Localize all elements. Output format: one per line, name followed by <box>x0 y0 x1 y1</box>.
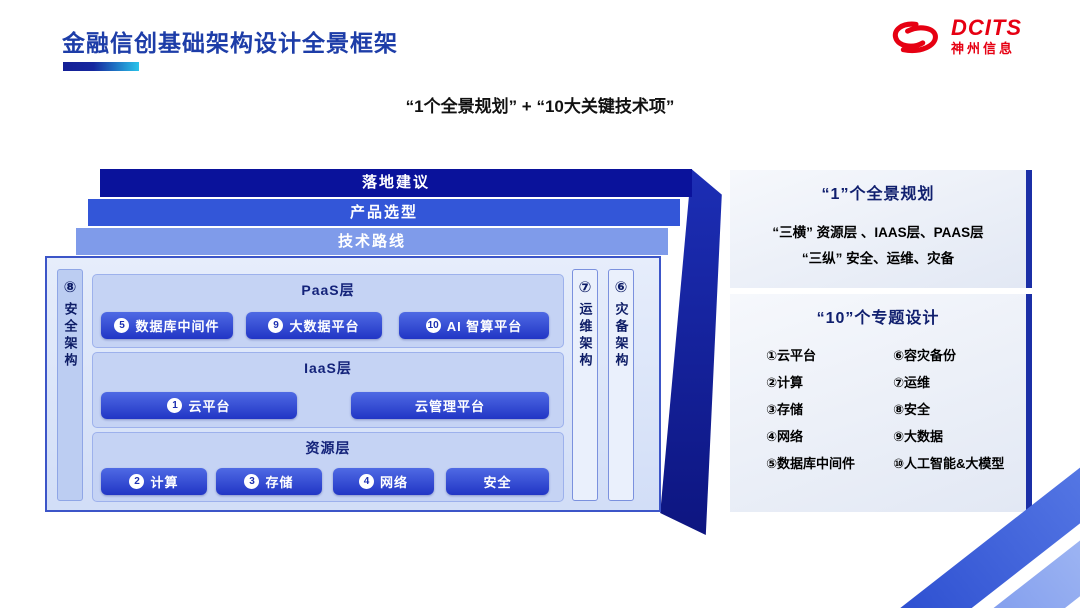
chip-network: 4 网络 <box>333 468 434 495</box>
topic-item: ②计算 <box>766 375 804 390</box>
chip-number: 1 <box>167 398 183 413</box>
slide-subtitle: “1个全景规划” + “10大关键技术项” <box>405 97 675 116</box>
chip-label: 网络 <box>379 475 408 490</box>
topic-item: ③存储 <box>766 402 804 417</box>
chip-bigdata-platform: 9 大数据平台 <box>246 312 382 339</box>
panel-ten-topics-title: “10”个专题设计 <box>816 310 940 327</box>
corner-stripes-decoration <box>820 458 1080 608</box>
panel-line-three-vertical: “三纵” 安全、运维、灾备 <box>801 251 955 266</box>
vbar-label: 运维架构 <box>577 302 593 370</box>
layer-landing-advice: 落地建议 <box>100 169 692 197</box>
chip-label: 安全 <box>483 475 512 490</box>
topic-item: ④网络 <box>766 429 804 444</box>
chip-label: 数据库中间件 <box>135 319 220 334</box>
panel-line-three-horizontal: “三横” 资源层 、IAAS层、PAAS层 <box>772 225 984 240</box>
chip-label: 存储 <box>265 475 294 490</box>
dcits-swoosh-icon <box>892 21 938 53</box>
chip-compute: 2 计算 <box>101 468 207 495</box>
chip-label: AI 智算平台 <box>446 319 523 334</box>
vbar-ops-architecture: ⑦ 运维架构 <box>572 269 598 501</box>
topic-item: ⑥容灾备份 <box>893 348 957 363</box>
chip-cloud-management-platform: 云管理平台 <box>351 392 549 419</box>
topic-item: ①云平台 <box>766 348 817 363</box>
chip-storage: 3 存储 <box>216 468 322 495</box>
chip-number: 2 <box>129 474 145 489</box>
section-iaas: IaaS层 1 云平台 云管理平台 <box>92 352 564 428</box>
logo-company-text: 神州信息 <box>951 41 1016 56</box>
topic-item: ⑨大数据 <box>893 429 944 444</box>
logo-brand-text: DCITS <box>951 15 1022 40</box>
chip-label: 云管理平台 <box>414 399 485 414</box>
chip-label: 云平台 <box>188 399 231 414</box>
section-paas: PaaS层 5 数据库中间件 9 大数据平台 10 AI 智算平台 <box>92 274 564 348</box>
chip-number: 5 <box>114 318 130 333</box>
chip-number: 9 <box>268 318 284 333</box>
section-iaas-title: IaaS层 <box>304 360 352 376</box>
chip-ai-platform: 10 AI 智算平台 <box>399 312 549 339</box>
layer-tech-route: 技术路线 <box>76 228 668 255</box>
chip-number: 10 <box>425 318 441 333</box>
panel-ten-topics: “10”个专题设计 ①云平台 ②计算 ③存储 ④网络 ⑤数据库中间件 ⑥容灾备份… <box>730 294 1032 512</box>
vbar-number: ⑧ <box>63 279 77 296</box>
topic-item: ⑩人工智能&大模型 <box>893 456 1005 471</box>
section-resource-title: 资源层 <box>305 440 351 456</box>
page-title: 金融信创基础架构设计全景框架 <box>62 30 398 56</box>
stack-body: ⑧ 安全架构 PaaS层 5 数据库中间件 9 大数据平台 10 AI 智算平台… <box>45 256 661 512</box>
dcits-logo: DCITS 神州信息 <box>889 16 1022 58</box>
vbar-disaster-recovery-architecture: ⑥ 灾备架构 <box>608 269 634 501</box>
layer-product-selection: 产品选型 <box>88 199 680 226</box>
chip-security: 安全 <box>446 468 549 495</box>
section-paas-title: PaaS层 <box>301 282 355 298</box>
topic-item: ⑤数据库中间件 <box>766 456 856 471</box>
panel-overall-plan-title: “1”个全景规划 <box>821 186 935 203</box>
title-underline <box>63 62 139 71</box>
section-resource: 资源层 2 计算 3 存储 4 网络 安全 <box>92 432 564 502</box>
vbar-security-architecture: ⑧ 安全架构 <box>57 269 83 501</box>
chip-number: 4 <box>358 474 374 489</box>
chip-number: 3 <box>244 474 260 489</box>
chip-cloud-platform: 1 云平台 <box>101 392 297 419</box>
panel-overall-plan: “1”个全景规划 “三横” 资源层 、IAAS层、PAAS层 “三纵” 安全、运… <box>730 170 1032 288</box>
vbar-number: ⑦ <box>578 279 592 296</box>
vbar-label: 安全架构 <box>62 302 78 370</box>
chip-label: 大数据平台 <box>289 319 360 334</box>
vbar-number: ⑥ <box>614 279 628 296</box>
vbar-label: 灾备架构 <box>613 302 629 370</box>
chip-database-middleware: 5 数据库中间件 <box>101 312 233 339</box>
topic-item: ⑧安全 <box>893 402 931 417</box>
topic-item: ⑦运维 <box>893 375 931 390</box>
chip-label: 计算 <box>150 475 179 490</box>
